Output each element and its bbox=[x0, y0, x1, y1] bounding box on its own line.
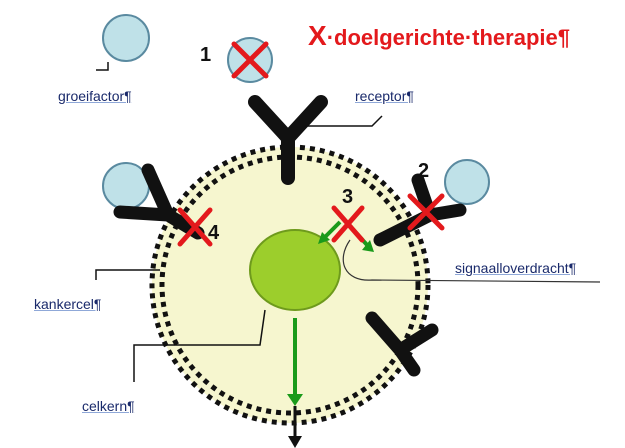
receptor-label: receptor¶ bbox=[355, 88, 414, 104]
label-number-1: 1 bbox=[200, 44, 211, 67]
cancer-cell-label: kankercel¶ bbox=[34, 296, 101, 312]
label-number-2: 2 bbox=[418, 160, 429, 183]
growth-factor-label: groeifactor¶ bbox=[58, 88, 132, 104]
growth-factor-bound-right bbox=[445, 160, 489, 204]
output-arrowhead bbox=[288, 436, 302, 448]
title-text: ·doelgerichte·therapie¶ bbox=[327, 25, 570, 50]
growth-factor bbox=[103, 15, 149, 61]
label-number-3: 3 bbox=[342, 186, 353, 209]
nucleus-label: celkern¶ bbox=[82, 398, 135, 414]
diagram-title: X·doelgerichte·therapie¶ bbox=[308, 20, 570, 52]
signal-transduction-label: signaalloverdracht¶ bbox=[455, 260, 576, 276]
label-number-4: 4 bbox=[208, 222, 219, 245]
growth-factor-pointer bbox=[96, 62, 108, 70]
receptor-label-line bbox=[305, 116, 382, 126]
title-x: X bbox=[308, 20, 327, 51]
cell-nucleus bbox=[250, 230, 340, 310]
